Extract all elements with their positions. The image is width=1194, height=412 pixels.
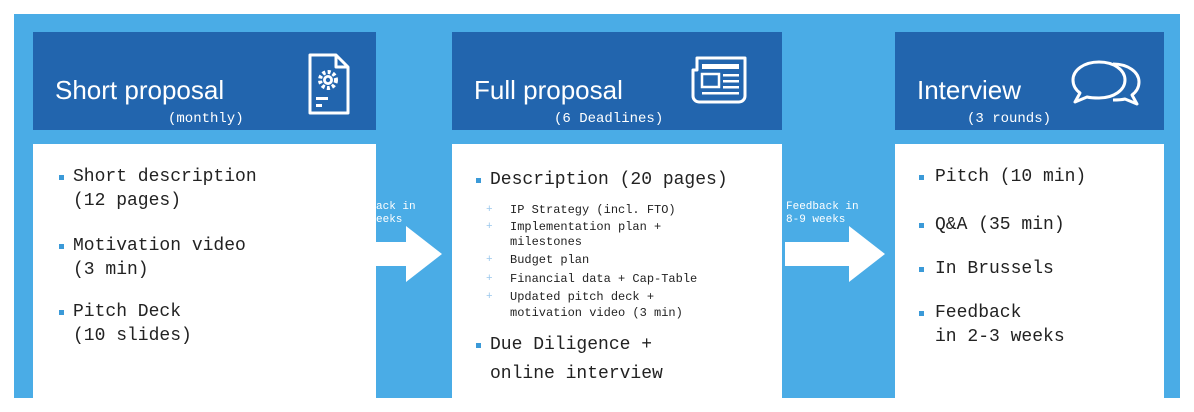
bullet <box>919 311 924 316</box>
list-item: Due Diligence + <box>490 335 653 355</box>
sub-list-item: IP Strategy (incl. FTO) <box>510 203 676 217</box>
stage-body: Short description (12 pages) Motivation … <box>33 144 376 398</box>
right-arrow-icon <box>785 226 885 282</box>
bullet <box>59 244 64 249</box>
sub-list-item: Budget plan <box>510 253 590 267</box>
bullet <box>59 175 64 180</box>
sub-list-item: Implementation plan + <box>510 220 662 234</box>
stage-body: Description (20 pages) + IP Strategy (in… <box>452 144 782 398</box>
stage-subtitle: (monthly) <box>168 111 244 127</box>
newspaper-icon <box>691 56 747 104</box>
stage-header: Interview (3 rounds) <box>895 32 1164 130</box>
bullet <box>919 267 924 272</box>
stage-body: Pitch (10 min) Q&A (35 min) In Brussels … <box>895 144 1164 398</box>
bullet <box>919 175 924 180</box>
transition-label-cont: 8-9 weeks <box>786 214 846 226</box>
sub-list-item-cont: motivation video (3 min) <box>510 306 683 320</box>
plus-icon: + <box>486 291 493 303</box>
list-item: In Brussels <box>935 259 1054 279</box>
plus-icon: + <box>486 254 493 266</box>
bullet <box>59 310 64 315</box>
list-item: Q&A (35 min) <box>935 215 1065 235</box>
transition-label-cont: 4-6 weeks <box>343 214 403 226</box>
right-arrow-icon <box>342 226 442 282</box>
bullet <box>476 343 481 348</box>
sub-list-item: Updated pitch deck + <box>510 290 655 304</box>
bullet <box>476 178 481 183</box>
stage-subtitle: (6 Deadlines) <box>554 111 664 127</box>
sub-list-item-cont: milestones <box>510 235 583 249</box>
list-item-cont: (10 slides) <box>73 326 192 346</box>
list-item: Pitch Deck <box>73 302 182 322</box>
plus-icon: + <box>486 204 493 216</box>
stage-title: Interview <box>917 75 1022 105</box>
transition-label: Feedback in <box>786 201 859 213</box>
list-item-cont: (12 pages) <box>73 191 182 211</box>
list-item: Description (20 pages) <box>490 170 728 190</box>
list-item: Feedback <box>935 303 1022 323</box>
transition-label: Feedback in <box>343 201 416 213</box>
list-item-cont: (3 min) <box>73 260 149 280</box>
list-item: Motivation video <box>73 236 246 256</box>
process-diagram: Short proposal (monthly) Short descripti… <box>14 14 1180 398</box>
stage-header: Short proposal (monthly) <box>33 32 376 130</box>
speech-bubbles-icon <box>1071 60 1141 106</box>
plus-icon: + <box>486 221 493 233</box>
list-item-cont: in 2-3 weeks <box>935 327 1065 347</box>
stage-header: Full proposal (6 Deadlines) <box>452 32 782 130</box>
list-item-cont: online interview <box>490 364 663 384</box>
plus-icon: + <box>486 273 493 285</box>
bullet <box>919 223 924 228</box>
stage-title: Full proposal <box>474 75 623 105</box>
document-gear-icon <box>308 53 350 115</box>
sub-list-item: Financial data + Cap-Table <box>510 272 698 286</box>
list-item: Pitch (10 min) <box>935 167 1087 187</box>
stage-title: Short proposal <box>55 75 225 105</box>
list-item: Short description <box>73 167 257 187</box>
stage-subtitle: (3 rounds) <box>967 111 1052 127</box>
